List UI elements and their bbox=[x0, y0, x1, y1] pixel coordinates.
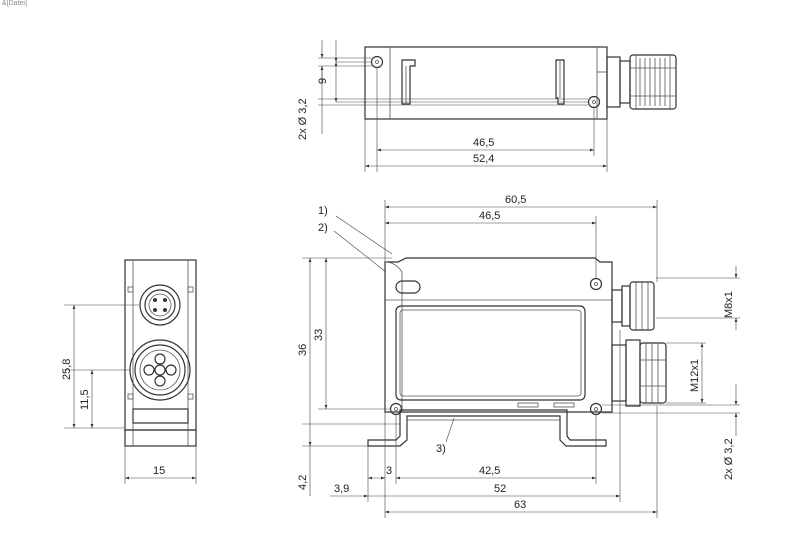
front-dim-60-5: 60,5 bbox=[505, 194, 526, 206]
left-view: 25,8 11,5 15 bbox=[61, 259, 197, 484]
left-view-connector-m12 bbox=[129, 339, 191, 401]
front-dim-m12: M12x1 bbox=[689, 359, 701, 392]
front-view-dimensions bbox=[302, 200, 740, 518]
front-dim-36: 36 bbox=[297, 344, 309, 356]
top-view-housing bbox=[364, 46, 608, 120]
front-dim-m8: M8x1 bbox=[723, 291, 735, 318]
front-view: 1) 2) 3) 60,5 46,5 36 33 M8x1 M12x1 2x Ø… bbox=[297, 194, 740, 518]
front-view-connector-m12 bbox=[611, 339, 667, 407]
front-dim-3-9: 3,9 bbox=[334, 483, 349, 495]
front-dim-3: 3 bbox=[386, 465, 392, 477]
front-dim-4-2: 4,2 bbox=[297, 475, 309, 490]
front-view-housing bbox=[367, 257, 613, 447]
left-view-connector-m8 bbox=[139, 284, 181, 326]
left-dim-25-8: 25,8 bbox=[61, 359, 73, 380]
file-caption: &[Datei] bbox=[2, 0, 27, 7]
front-dim-52: 52 bbox=[494, 483, 506, 495]
callout-2: 2) bbox=[318, 222, 328, 234]
front-dim-hole-dia: 2x Ø 3,2 bbox=[723, 438, 735, 480]
front-view-callouts bbox=[333, 215, 455, 443]
left-view-dimensions bbox=[64, 304, 197, 484]
top-dim-52-4: 52,4 bbox=[473, 153, 494, 165]
top-view-connector-m8 bbox=[606, 54, 677, 110]
top-dim-hole-dia: 2x Ø 3,2 bbox=[297, 98, 309, 140]
front-dim-42-5: 42,5 bbox=[479, 465, 500, 477]
callout-1: 1) bbox=[318, 205, 328, 217]
top-view-dimensions bbox=[318, 40, 608, 172]
top-dim-46-5: 46,5 bbox=[473, 137, 494, 149]
left-view-housing bbox=[124, 259, 197, 447]
callout-3: 3) bbox=[436, 443, 446, 455]
front-dim-63: 63 bbox=[514, 499, 526, 511]
top-view: 2x Ø 3,2 9 46,5 52,4 bbox=[297, 40, 677, 172]
front-dim-46-5: 46,5 bbox=[479, 210, 500, 222]
left-dim-width: 15 bbox=[153, 465, 165, 477]
front-view-connector-m8 bbox=[611, 281, 655, 331]
left-dim-11-5: 11,5 bbox=[79, 389, 91, 410]
top-dim-hole-pitch: 9 bbox=[317, 78, 329, 84]
front-dim-33: 33 bbox=[313, 329, 325, 341]
